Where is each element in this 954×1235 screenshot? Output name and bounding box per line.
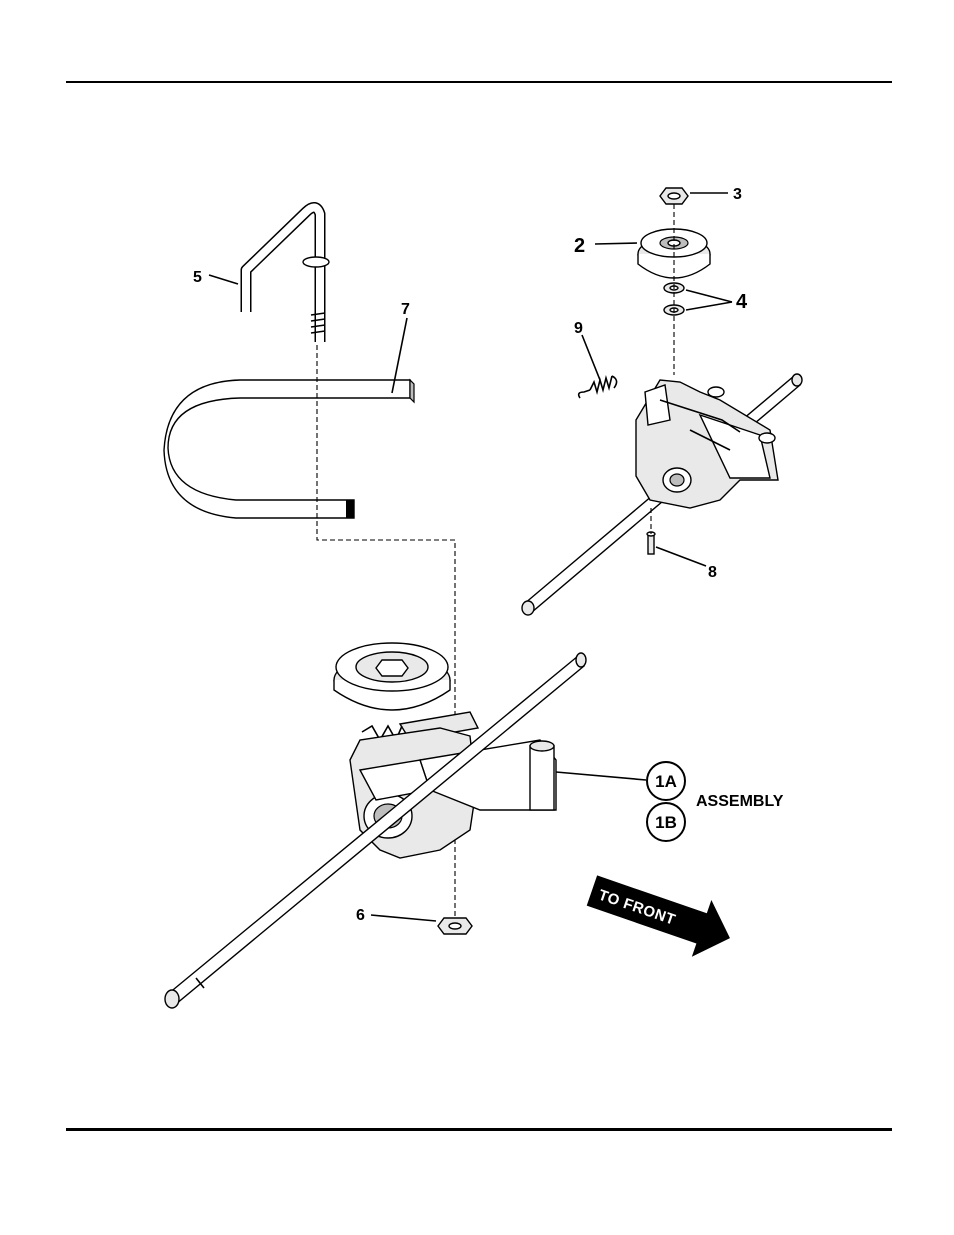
leader-1: [556, 772, 646, 780]
leader-6: [371, 915, 436, 921]
svg-text:1B: 1B: [655, 813, 677, 832]
leader-8: [656, 547, 706, 566]
assembly-badge-1b: 1B: [647, 803, 685, 841]
part-6-nut: [438, 918, 472, 934]
callout-8: 8: [708, 564, 717, 581]
part-5-rod: [246, 207, 329, 342]
leader-9: [582, 335, 600, 380]
part-3-nut: [660, 188, 688, 204]
part-7-belt: [164, 380, 414, 518]
upper-transmission: [522, 374, 802, 615]
callout-2: 2: [574, 235, 585, 257]
callout-3: 3: [733, 186, 742, 203]
callout-9: 9: [574, 320, 583, 337]
leader-4a: [686, 290, 732, 302]
callout-6: 6: [356, 907, 365, 924]
callout-7: 7: [401, 301, 410, 318]
assembly-badge-1a: 1A: [647, 762, 685, 800]
lower-transmission: [165, 643, 586, 1008]
assembly-label: ASSEMBLY: [696, 793, 784, 810]
leader-2: [595, 243, 637, 244]
part-8-bolt: [647, 532, 655, 554]
leader-4b: [686, 302, 732, 310]
part-9-spring: [579, 376, 617, 398]
callout-4: 4: [736, 291, 748, 313]
callout-5: 5: [193, 269, 202, 286]
svg-text:1A: 1A: [655, 772, 677, 791]
leader-5: [209, 275, 238, 284]
to-front-arrow: TO FRONT: [582, 862, 740, 966]
